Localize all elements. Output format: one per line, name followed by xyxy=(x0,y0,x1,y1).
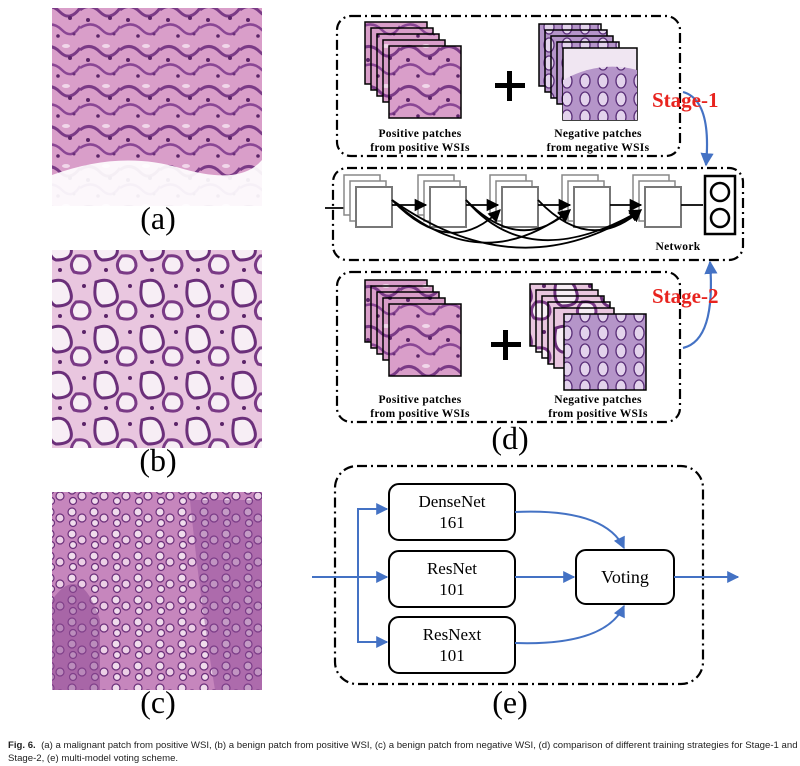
network-layer-1 xyxy=(344,175,392,227)
stage1-label: Stage-1 xyxy=(652,88,719,113)
plus-sign-1 xyxy=(495,71,525,101)
panel-label-b: (b) xyxy=(118,442,198,479)
patch-b-image xyxy=(52,250,262,448)
caption-text: (a) a malignant patch from positive WSI,… xyxy=(8,740,798,764)
network-label: Network xyxy=(648,240,708,254)
neg-patch-stack-2 xyxy=(530,284,646,390)
stage2-label: Stage-2 xyxy=(652,284,719,309)
figure-caption: Fig. 6. (a) a malignant patch from posit… xyxy=(8,740,798,765)
pos-patch-stack-1 xyxy=(365,22,461,118)
diagram-e xyxy=(312,466,738,684)
voting-label: Voting xyxy=(576,567,674,588)
diagram-d xyxy=(325,16,743,422)
network-layer-3 xyxy=(490,175,538,227)
network-layer-2 xyxy=(418,175,466,227)
network-layer-4 xyxy=(562,175,610,227)
output-node xyxy=(705,176,735,234)
plus-sign-2 xyxy=(491,330,521,360)
panel-label-e: (e) xyxy=(470,684,550,721)
pos-patch-stack-2 xyxy=(365,280,461,376)
panel-label-a: (a) xyxy=(118,200,198,237)
neg-patch-stack-1 xyxy=(539,24,637,120)
network-layer-5 xyxy=(633,175,681,227)
panel-label-d: (d) xyxy=(470,420,550,457)
figure-number: Fig. 6. xyxy=(8,740,36,751)
panel-label-c: (c) xyxy=(118,684,198,721)
